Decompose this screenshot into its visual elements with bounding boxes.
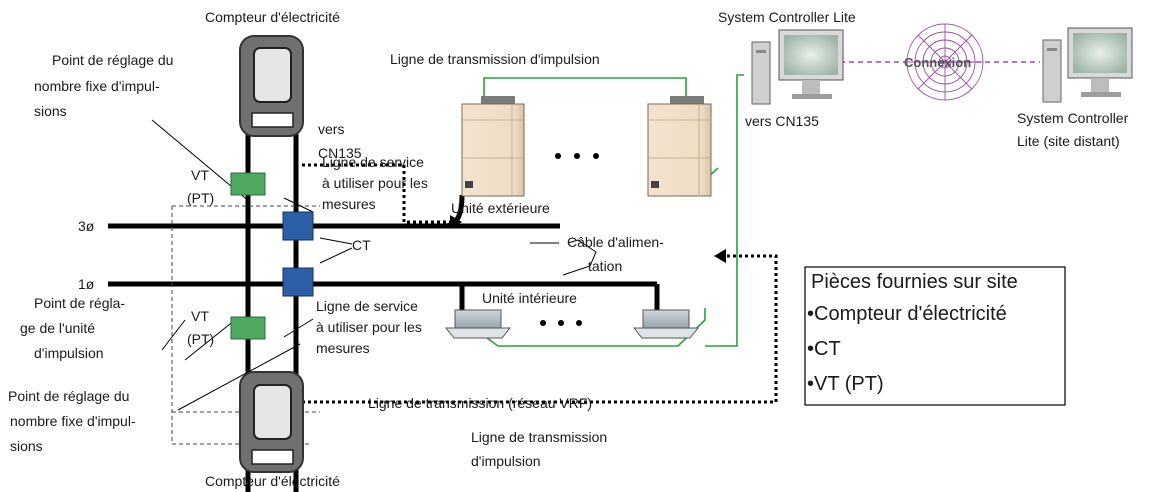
pulse-lines-dotted <box>302 163 778 404</box>
label-service-line-top-l1: Ligne de service <box>322 154 424 170</box>
legend-box <box>804 266 1066 406</box>
label-ct: CT <box>352 237 371 253</box>
label-fixed-pulse-bottom-l2: nombre fixe d'impul- <box>10 413 136 429</box>
ellipsis-dots-outdoor <box>555 153 599 159</box>
label-service-line-bottom-l3: mesures <box>316 340 370 356</box>
outdoor-unit-1 <box>461 96 525 197</box>
label-meter-bottom: Compteur d'électricité <box>205 473 340 489</box>
legend-title: Pièces fournies sur site <box>811 271 1018 293</box>
label-vers-cn135-left-l2: CN135 <box>318 145 362 161</box>
electricity-meter-bottom <box>239 371 304 473</box>
label-power-cable-l2: tation <box>588 258 622 274</box>
ct-box-bottom <box>282 267 314 297</box>
label-remote-controller-l2: Lite (site distant) <box>1017 133 1120 149</box>
label-transmission-pulse-bottom-l2: d'impulsion <box>471 453 541 469</box>
label-3-phase: 3ø <box>78 218 95 234</box>
label-remote-controller-l1: System Controller <box>1017 110 1129 126</box>
label-service-line-bottom-l1: Ligne de service <box>316 298 418 314</box>
label-pulse-unit-setting-l2: ge de l'unité <box>20 320 95 336</box>
label-fixed-pulse-top-l1: Point de réglage du <box>52 52 173 68</box>
indoor-unit-1 <box>444 309 512 339</box>
label-fixed-pulse-top-l3: sions <box>34 103 67 119</box>
label-system-controller: System Controller Lite <box>718 9 856 25</box>
label-fixed-pulse-bottom-l3: sions <box>10 438 43 454</box>
label-connexion: Connexion <box>904 55 971 70</box>
ellipsis-dots-indoor <box>540 320 582 326</box>
label-vt-bottom-l1: VT <box>191 308 209 324</box>
label-vt-bottom-l2: (PT) <box>187 331 214 347</box>
label-service-line-top-l3: mesures <box>322 196 376 212</box>
label-meter-top: Compteur d'électricité <box>205 9 340 25</box>
outdoor-unit-2 <box>647 96 712 197</box>
label-vt-top-l2: (PT) <box>187 190 214 206</box>
legend-item-ct: •CT <box>807 338 841 360</box>
label-pulse-unit-setting-l3: d'impulsion <box>34 345 104 361</box>
label-1-phase: 1ø <box>78 276 95 292</box>
label-fixed-pulse-top-l2: nombre fixe d'impul- <box>34 78 160 94</box>
label-outdoor-unit: Unité extérieure <box>451 200 550 216</box>
label-transmission-pulse-top: Ligne de transmission d'impulsion <box>390 51 600 67</box>
internet-globe <box>906 23 984 101</box>
electricity-meter-top <box>239 35 304 137</box>
pc-local <box>751 29 844 105</box>
vt-box-bottom <box>230 316 266 340</box>
indoor-unit-2 <box>632 309 700 339</box>
ct-box-top <box>282 211 314 241</box>
pc-remote <box>1042 27 1133 103</box>
label-service-line-bottom-l2: à utiliser pour les <box>316 319 422 335</box>
legend-item-vt: •VT (PT) <box>807 373 884 395</box>
label-fixed-pulse-bottom-l1: Point de réglage du <box>8 388 129 404</box>
label-transmission-pulse-bottom-l1: Ligne de transmission <box>471 429 607 445</box>
legend-item-meter: •Compteur d'électricité <box>807 303 1007 325</box>
label-pulse-unit-setting-l1: Point de régla- <box>34 295 125 311</box>
label-indoor-unit: Unité intérieure <box>482 290 577 306</box>
label-vers-cn135-left-l1: vers <box>318 121 344 137</box>
label-transmission-vrf: Ligne de transmission (réseau VRF) <box>368 395 592 411</box>
label-vt-top-l1: VT <box>191 167 209 183</box>
vt-box-top <box>230 172 266 196</box>
label-power-cable-l1: Câble d'alimen- <box>567 234 664 250</box>
label-service-line-top-l2: à utiliser pour les <box>322 175 428 191</box>
label-vers-cn135-right: vers CN135 <box>745 113 819 129</box>
